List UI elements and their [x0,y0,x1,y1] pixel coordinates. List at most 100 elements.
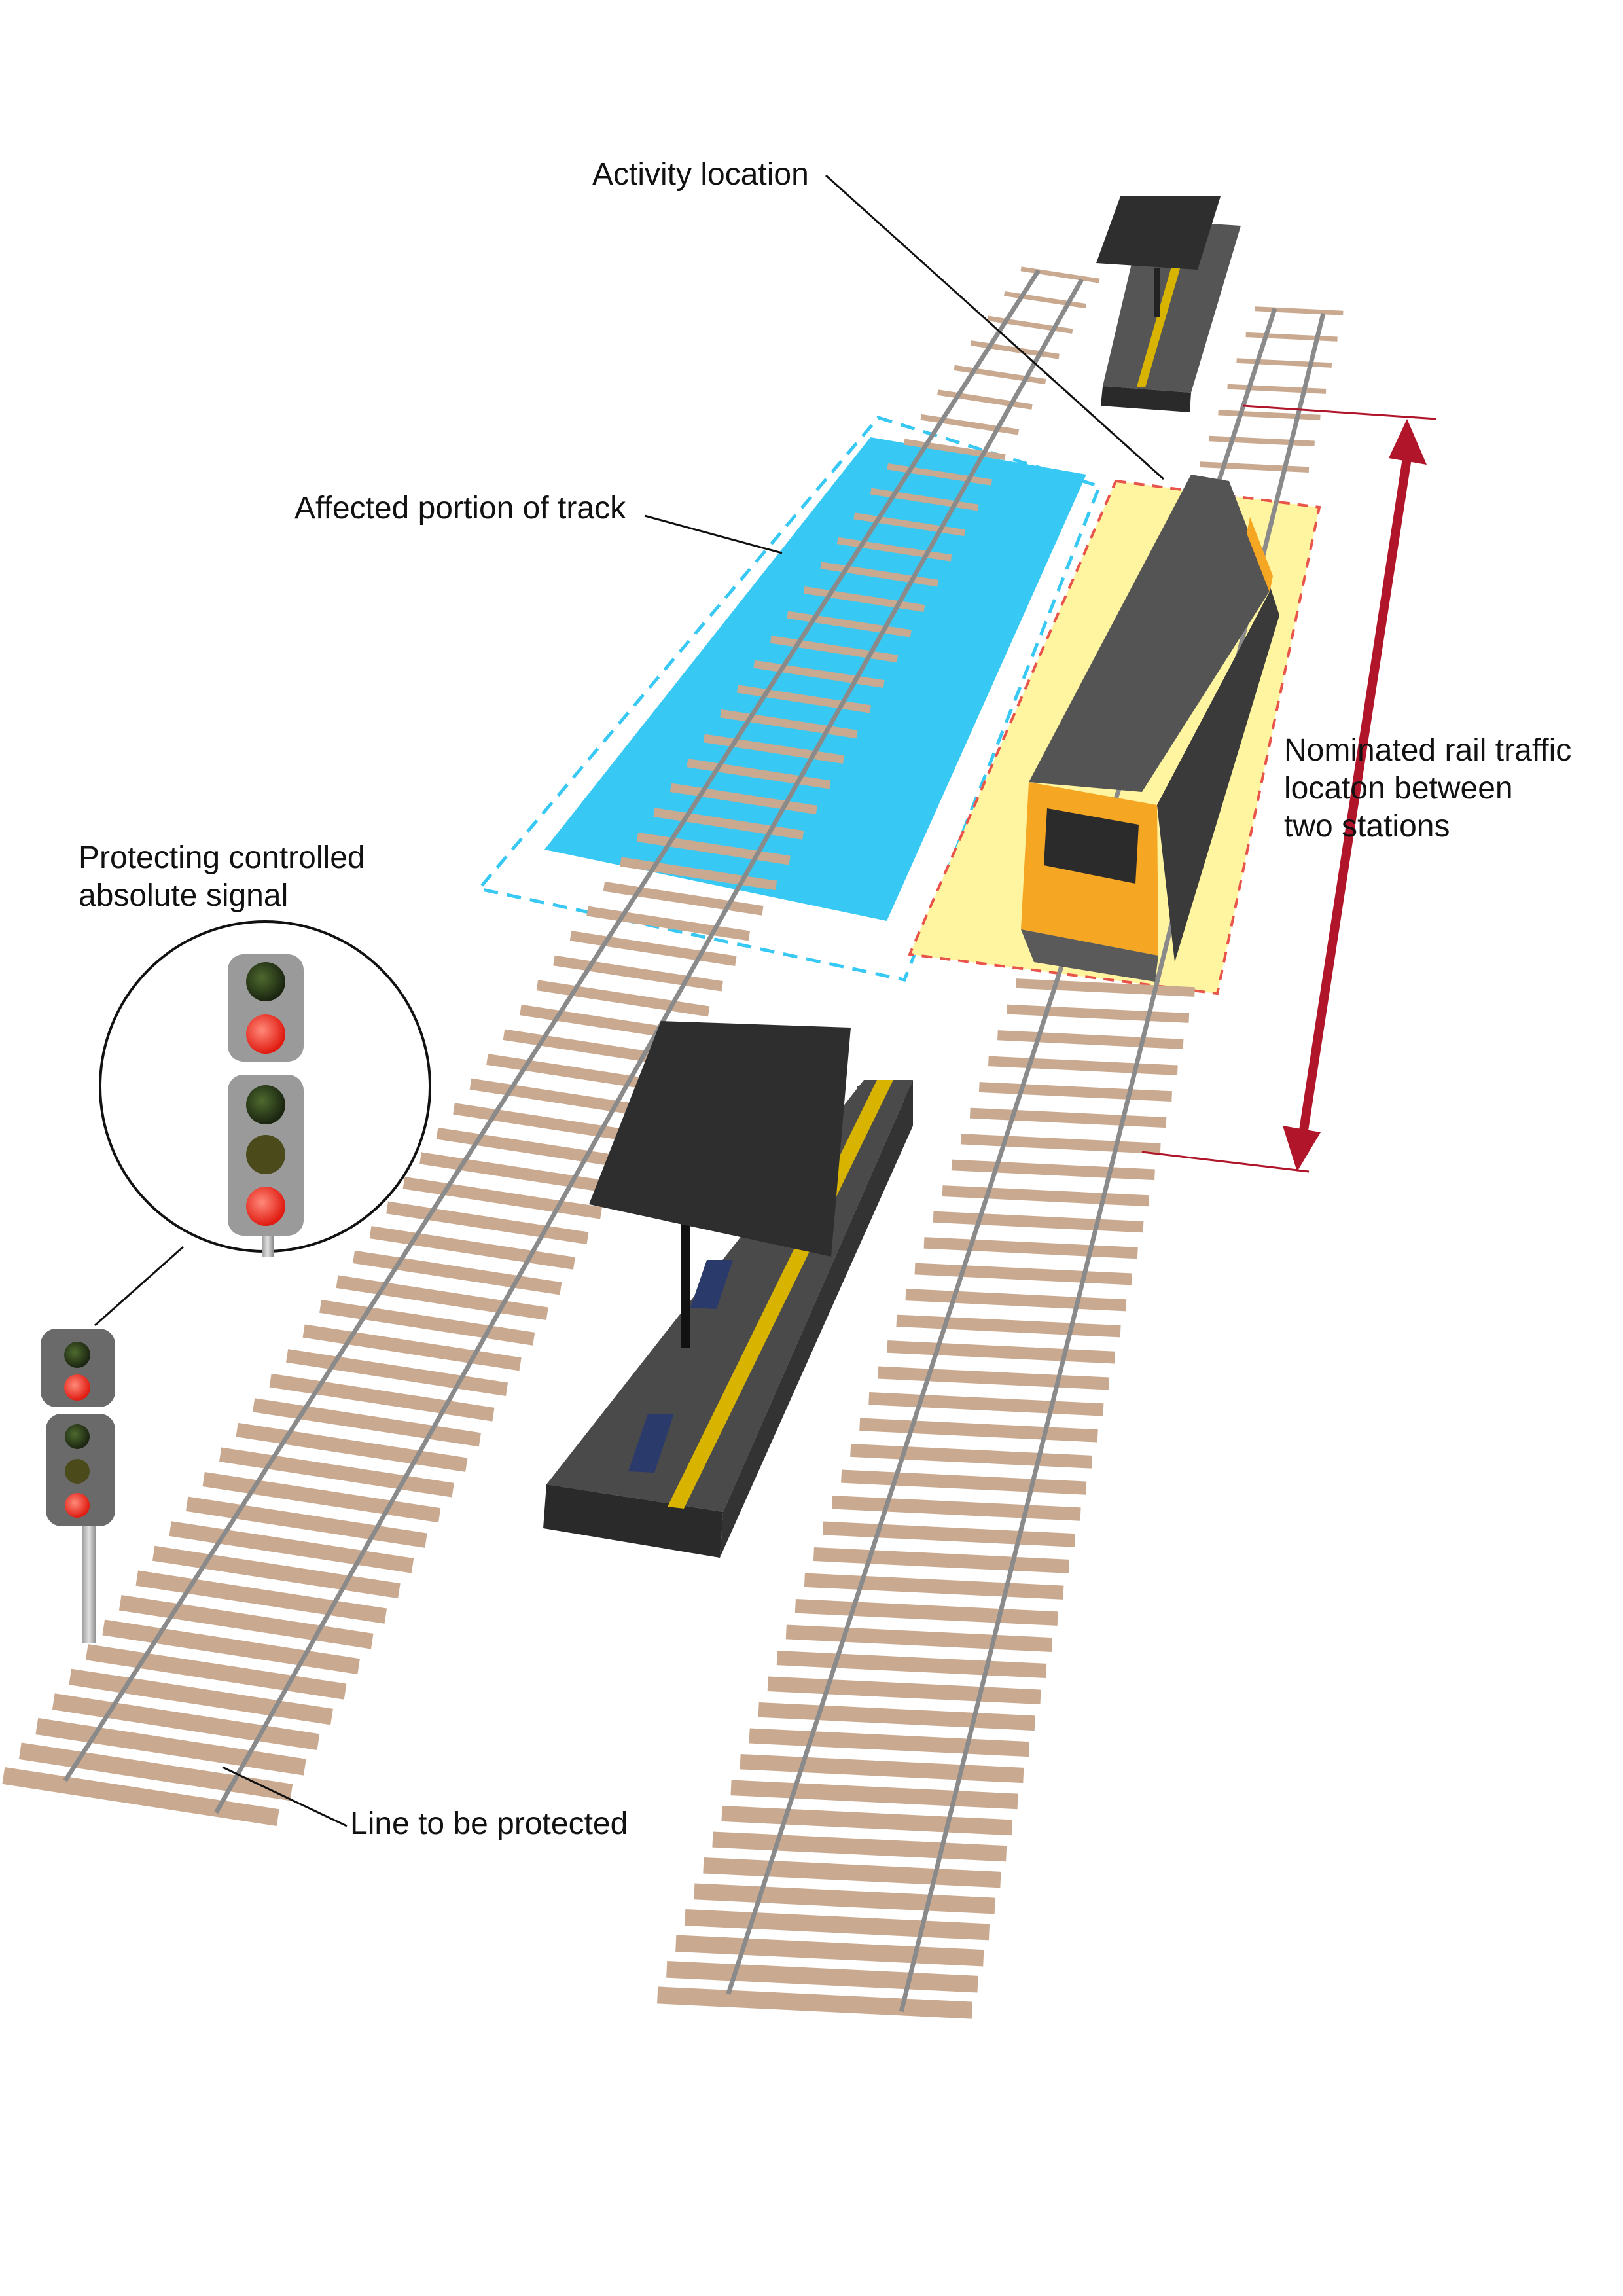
train-icon [1021,475,1279,982]
track-sleeper [905,1289,1127,1312]
track-sleeper [253,1398,481,1447]
nominated-location-arrow [1141,404,1437,1173]
track-adjacent-line [657,306,1344,2019]
track-sleeper [2,1767,279,1826]
track-sleeper [169,1521,414,1573]
track-sleeper [302,1324,522,1371]
track-sleeper [553,955,723,992]
track-sleeper [770,636,899,663]
track-sleeper [878,1366,1110,1390]
track-sleeper [1209,435,1315,446]
protecting-signal-magnified [99,920,431,1257]
train-windscreen [1044,808,1139,884]
track-sleeper [859,1418,1098,1443]
track-sleeper [914,1263,1132,1285]
track-sleeper [1004,291,1086,309]
train-roof [1029,475,1271,792]
protecting-signal-label-line1: Protecting controlled [79,840,365,875]
track-sleeper [118,1594,374,1649]
track-sleeper [219,1447,454,1498]
track-sleeper [469,1078,656,1118]
track-sleeper [636,832,791,865]
track-sleeper [35,1717,306,1776]
track-sleeper [202,1472,441,1523]
track-sleeper [666,1960,978,1993]
track-sleeper [52,1693,320,1751]
track-line-to-be-protected [2,266,1100,1826]
track-sleeper [887,463,993,486]
track-rail [214,278,1084,1814]
track-sleeper [436,1127,630,1169]
track-sleeper [721,1805,1012,1836]
track-sleeper [1227,384,1327,394]
track-sleeper [694,1883,995,1914]
track-sleeper [703,734,844,764]
track-sleeper [569,931,737,967]
leader-affected-portion [644,514,783,554]
track-sleeper [822,1521,1075,1547]
track-sleeper [185,1496,427,1548]
track-sleeper [586,906,751,941]
track-sleeper [453,1103,643,1143]
track-sleeper [685,1909,990,1941]
track-sleeper [1236,358,1332,368]
track-sleeper [767,1676,1041,1705]
track-sleeper [813,1547,1070,1573]
track-sleeper [850,1444,1092,1469]
activity-location-label: Activity location [592,157,809,192]
train-side [1157,589,1279,962]
track-sleeper [419,1152,616,1194]
track-sleeper [1007,1004,1190,1023]
track-sleeper [736,685,872,713]
track-sleeper [1255,306,1344,315]
nominated-location-label-line1: Nominated rail traffic [1284,733,1572,768]
rail-signal-icon [41,1329,115,1643]
train-side-stripe [1247,517,1273,592]
line-to-be-protected-label: Line to be protected [350,1806,628,1841]
track-sleeper [353,1250,562,1295]
track-sleeper [536,980,710,1017]
track-sleeper [787,611,912,637]
track-sleeper [933,1211,1144,1233]
track-sleeper [870,488,979,511]
track-sleeper [620,857,777,891]
protecting-signal-label: Protecting controlled absolute signal [79,839,365,915]
track-sleeper [887,1340,1115,1364]
train-front-base [1021,929,1158,982]
track-sleeper [85,1644,347,1700]
leader-activity-location [825,174,1165,480]
track-sleeper [960,1134,1161,1155]
track-sleeper [657,1986,972,2019]
track-sleeper [152,1545,401,1599]
track-sleeper [1200,461,1310,473]
track-sleeper [853,512,965,537]
affected-portion-label: Affected portion of track [294,491,626,526]
leader-signal [94,1246,184,1327]
track-sleeper [675,1935,984,1967]
track-sleeper [903,439,1006,461]
track-sleeper [804,1573,1064,1600]
track-sleeper [969,1107,1167,1128]
track-sleeper [653,808,804,840]
track-sleeper [937,389,1033,410]
track-sleeper [319,1299,535,1346]
affected-zone-dashed-outline [476,416,1102,982]
track-sleeper [369,1226,575,1270]
nominated-location-label-line2: locaton between [1284,771,1513,806]
track-sleeper [749,1728,1030,1757]
track-sleeper [386,1201,589,1245]
track-sleeper [669,783,817,815]
track-sleeper [820,562,938,587]
track-sleeper [896,1314,1121,1338]
track-sleeper [988,1056,1178,1076]
track-sleeper [794,1599,1058,1626]
track-sleeper [1016,978,1195,997]
track-sleeper [997,1030,1184,1049]
track-sleeper [776,1650,1047,1679]
track-sleeper [836,537,952,562]
track-sleeper [712,1831,1007,1862]
track-sleeper [1020,266,1100,283]
track-sleeper [730,1780,1018,1810]
track-sleeper [951,1159,1155,1181]
track-sleeper [18,1742,293,1801]
